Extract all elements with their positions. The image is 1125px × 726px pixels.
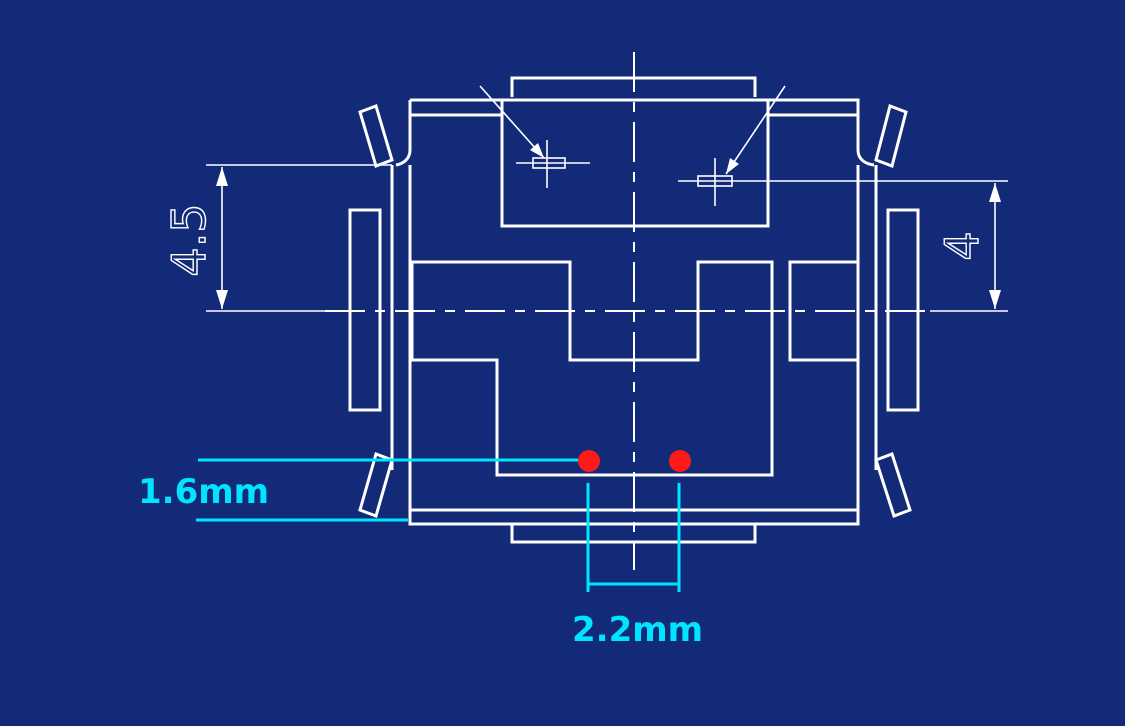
frame-top-left [395,100,412,167]
dim-right-arrow-top [989,183,1001,202]
left-pin-symbol [479,85,590,188]
dimension-right-label: 4 [935,231,989,260]
lead-top-right [874,104,908,168]
dim-right-arrow-bottom [989,290,1001,309]
dim-left-arrow-bottom [216,290,228,309]
inner-cavity [410,260,774,477]
dimension-left-4-5 [206,164,392,312]
pad-height-label: 1.6mm [138,472,269,512]
right-pin-arrowhead [726,158,739,174]
dimension-right-4 [748,180,1008,312]
dim-left-arrow-top [216,167,228,186]
pad-marker-right [669,450,691,472]
bottom-cap [510,524,757,544]
right-cavity [788,260,860,362]
left-pin-arrowhead [530,143,544,158]
base-frame [408,470,860,526]
pad-marker-left [578,450,600,472]
left-side-tab [348,208,382,412]
right-side-tab [886,208,920,412]
lead-bottom-left [358,452,394,518]
dimension-left-label: 4.5 [162,203,216,276]
lead-bottom-right [874,452,912,518]
lead-top-left [358,104,394,168]
pad-spacing-label: 2.2mm [572,610,703,650]
top-cap [510,76,757,97]
actuator-body [500,98,770,228]
frame-top-right [410,98,875,167]
right-pin-symbol [678,85,786,206]
